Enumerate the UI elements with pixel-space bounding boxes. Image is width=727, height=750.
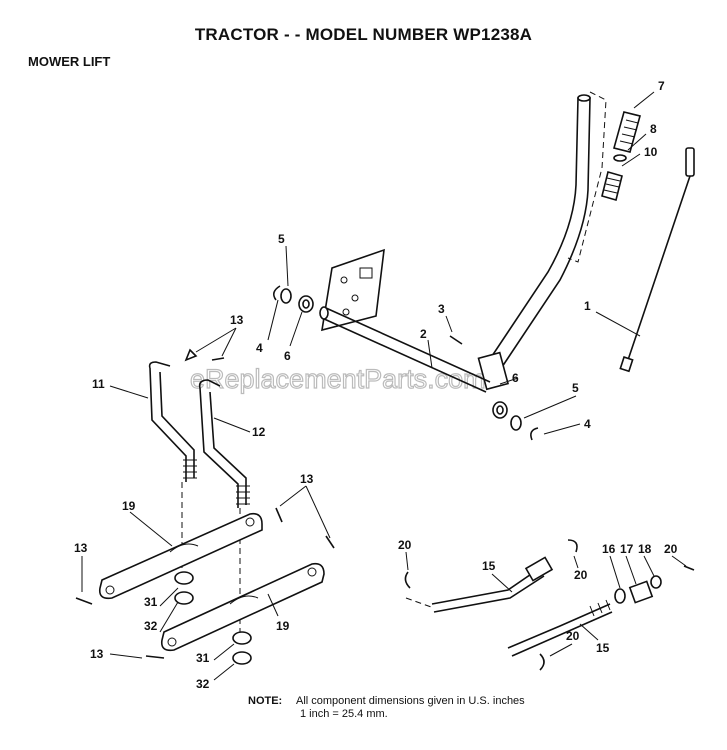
spring-clip	[404, 571, 411, 589]
e-ring-right	[530, 427, 539, 441]
adjustment-nut	[614, 588, 626, 604]
lever-spring	[601, 171, 623, 201]
callout-16: 16	[602, 542, 616, 556]
lift-rod	[619, 147, 695, 373]
cross-shaft	[319, 306, 491, 393]
callout-17: 17	[620, 542, 634, 556]
washer-left	[280, 288, 292, 304]
callout-13: 13	[90, 647, 104, 661]
alignment-line	[405, 597, 435, 609]
spring-clip	[539, 653, 545, 671]
lift-lever	[477, 94, 591, 391]
note-label: NOTE:	[248, 695, 283, 707]
callout-32: 32	[144, 619, 158, 633]
callout-7: 7	[658, 79, 665, 93]
hairpin-cotter	[184, 348, 198, 362]
adjustment-rod-lower	[507, 599, 613, 657]
callout-13: 13	[74, 541, 88, 555]
lock-nut	[232, 631, 252, 645]
callout-12: 12	[252, 425, 266, 439]
lever-grip	[613, 111, 641, 153]
callout-1: 1	[584, 299, 591, 313]
callout-2: 2	[420, 327, 427, 341]
spring-clip	[567, 539, 578, 553]
note-line-1: All component dimensions given in U.S. i…	[296, 695, 525, 707]
callout-20: 20	[398, 538, 412, 552]
callout-6: 6	[512, 371, 519, 385]
callout-20: 20	[566, 629, 580, 643]
callout-labels: 7 8 10 1 2 3 5 4 6 5 4 6 11 12 13 13 19 …	[74, 79, 678, 691]
flat-washer	[232, 651, 252, 665]
lift-arm-lower	[160, 562, 325, 652]
callout-13: 13	[300, 472, 314, 486]
callout-20: 20	[664, 542, 678, 556]
washer-right	[510, 415, 522, 431]
alignment-guide	[567, 91, 607, 263]
leader-lines	[81, 91, 687, 681]
page-title: TRACTOR - - MODEL NUMBER WP1238A	[194, 25, 533, 44]
callout-11: 11	[92, 377, 105, 391]
lift-link-right	[198, 379, 250, 508]
callout-5: 5	[278, 232, 285, 246]
callout-5: 5	[572, 381, 579, 395]
watermark: eReplacementParts.com	[190, 364, 486, 394]
bushing-left	[298, 295, 314, 313]
callout-13: 13	[230, 313, 244, 327]
spring-clip	[683, 565, 695, 571]
callout-32: 32	[196, 677, 210, 691]
callout-31: 31	[144, 595, 158, 609]
lock-nut	[174, 571, 194, 585]
callout-3: 3	[438, 302, 445, 316]
callout-31: 31	[196, 651, 210, 665]
lift-link-left	[148, 361, 197, 482]
hairpin-cotter	[325, 535, 335, 549]
trunnion	[628, 580, 654, 604]
callout-18: 18	[638, 542, 652, 556]
bushing-right	[492, 401, 508, 419]
callout-20: 20	[574, 568, 588, 582]
hairpin-cotter	[211, 357, 225, 361]
note-line-2: 1 inch = 25.4 mm.	[300, 708, 388, 720]
hairpin-cotter	[145, 655, 165, 659]
adjustment-rod-upper	[431, 556, 554, 613]
callout-4: 4	[584, 417, 591, 431]
flat-washer	[174, 591, 194, 605]
callout-10: 10	[644, 145, 658, 159]
hairpin-cotter	[275, 507, 283, 523]
section-title: MOWER LIFT	[28, 54, 111, 69]
callout-8: 8	[650, 122, 657, 136]
callout-4: 4	[256, 341, 263, 355]
ferrule	[650, 575, 662, 589]
hairpin-cotter	[75, 597, 93, 605]
callout-6: 6	[284, 349, 291, 363]
callout-19: 19	[122, 499, 136, 513]
callout-15: 15	[596, 641, 610, 655]
lift-arm-upper	[98, 512, 263, 600]
pin	[449, 335, 463, 345]
mounting-bracket	[321, 248, 385, 332]
dimension-note: NOTE: All component dimensions given in U…	[248, 695, 525, 721]
e-ring-left	[272, 285, 281, 301]
grip-ring	[613, 154, 627, 162]
callout-15: 15	[482, 559, 496, 573]
callout-19: 19	[276, 619, 290, 633]
